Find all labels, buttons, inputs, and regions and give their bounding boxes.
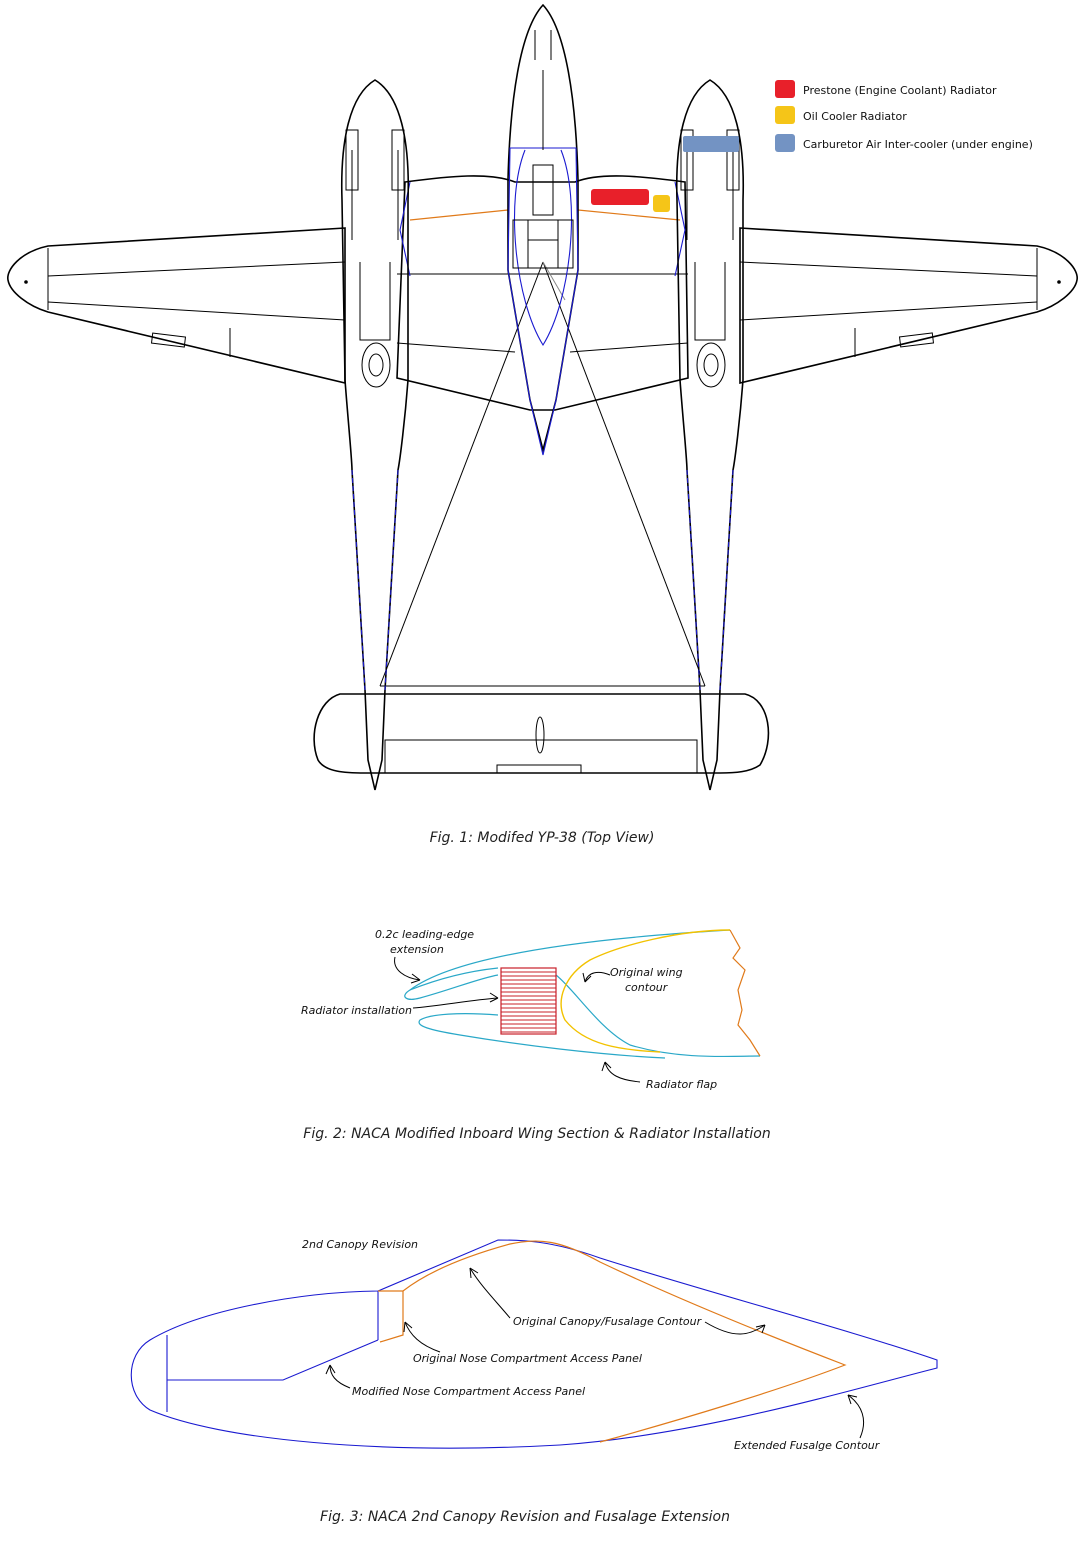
leading-edge-label-1: 0.2c leading-edge (375, 928, 474, 941)
canopy-revision-label: 2nd Canopy Revision (302, 1238, 418, 1251)
leading-edge-label-2: extension (390, 943, 444, 956)
legend-label-oil: Oil Cooler Radiator (803, 110, 907, 123)
aircraft-top-view (7, 3, 1078, 791)
horizontal-stabilizer (313, 693, 770, 774)
modified-nose-panel-label: Modified Nose Compartment Access Panel (352, 1385, 585, 1398)
intercooler-marker (683, 136, 739, 152)
fig3-caption: Fig. 3: NACA 2nd Canopy Revision and Fus… (320, 1509, 730, 1525)
legend-swatch-intercooler (775, 134, 795, 152)
legend-label-prestone: Prestone (Engine Coolant) Radiator (803, 84, 997, 97)
legend: Prestone (Engine Coolant) Radiator Oil C… (775, 80, 1033, 152)
right-outer-wing (739, 227, 1078, 385)
radiator-installation-label: Radiator installation (301, 1004, 412, 1017)
legend-label-intercooler: Carburetor Air Inter-cooler (under engin… (803, 138, 1033, 151)
extended-fuselage-label: Extended Fusalge Contour (734, 1439, 881, 1452)
central-fuselage (507, 3, 579, 456)
original-nose-panel-label: Original Nose Compartment Access Panel (413, 1352, 642, 1365)
original-wing-label-1: Original wing (610, 966, 683, 979)
left-boom (340, 79, 410, 791)
left-outer-wing (7, 227, 346, 385)
center-wing (396, 175, 689, 411)
right-boom (675, 79, 745, 791)
fuselage-profile-diagram: 2nd Canopy Revision Original Canopy/Fusa… (130, 1238, 938, 1452)
wing-section-diagram: 0.2c leading-edge extension Original win… (301, 928, 761, 1091)
radiator-flap-label: Radiator flap (646, 1078, 717, 1091)
oil-cooler-marker (653, 195, 670, 212)
original-canopy-label: Original Canopy/Fusalage Contour (513, 1315, 703, 1328)
radiator-core (500, 967, 557, 1035)
fig1-caption: Fig. 1: Modifed YP-38 (Top View) (430, 830, 655, 846)
original-wing-label-2: contour (625, 981, 669, 994)
prestone-radiator-marker (591, 189, 649, 205)
fig2-caption: Fig. 2: NACA Modified Inboard Wing Secti… (303, 1126, 770, 1142)
legend-swatch-oil (775, 106, 795, 124)
legend-swatch-prestone (775, 80, 795, 98)
